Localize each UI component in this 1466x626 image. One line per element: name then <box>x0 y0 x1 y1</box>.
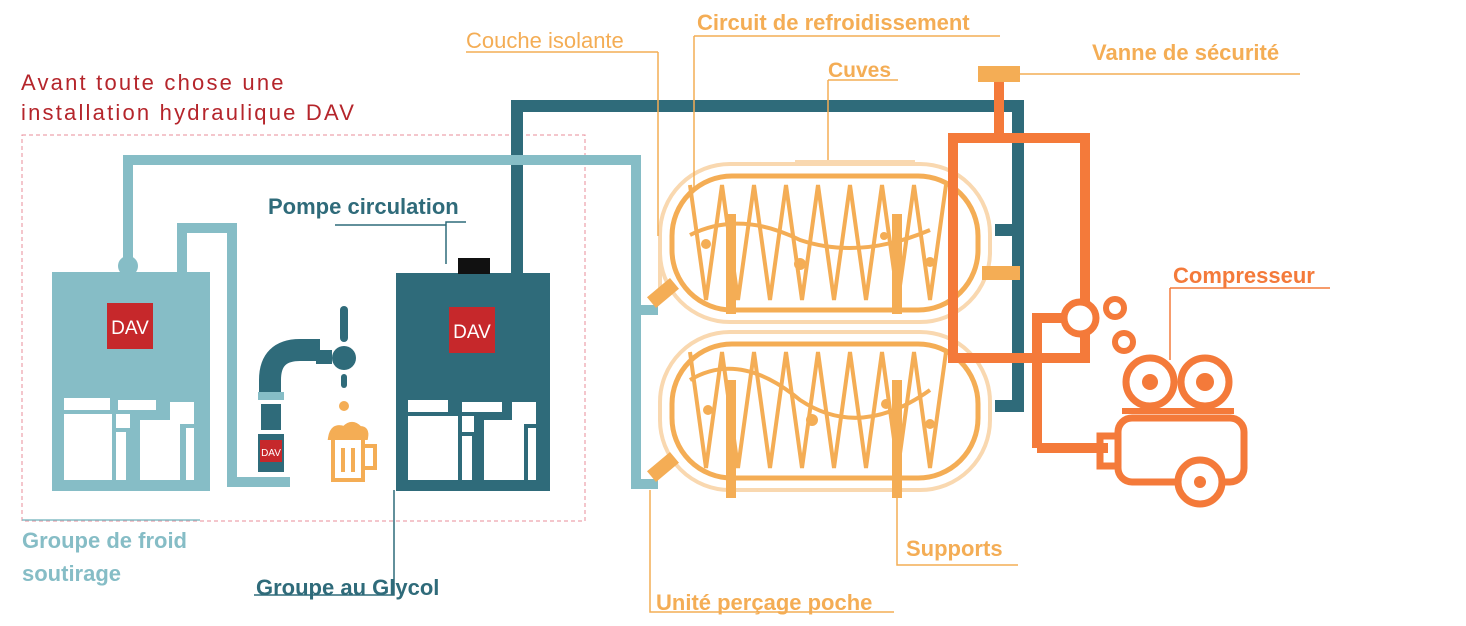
groupe-froid-unit: DAV <box>52 256 210 491</box>
valve-icon <box>978 66 1020 82</box>
leader-lines <box>22 35 1330 613</box>
title-line-1: Avant toute chose une <box>21 70 286 95</box>
manometer-icon <box>1060 296 1136 354</box>
beer-tap-icon: DAV <box>258 306 356 472</box>
installation-frame <box>21 134 586 522</box>
label-groupe-glycol: Groupe au Glycol <box>256 575 440 600</box>
label-pompe-circulation: Pompe circulation <box>268 194 459 219</box>
pump-icon <box>458 258 490 274</box>
svg-text:DAV: DAV <box>261 448 281 459</box>
label-compresseur: Compresseur <box>1173 263 1315 288</box>
tank-bottom <box>658 330 992 498</box>
label-unite-percage: Unité perçage poche <box>656 590 873 615</box>
percage-unit-bottom <box>647 451 679 483</box>
percage-unit-top <box>647 277 679 309</box>
label-vanne-securite: Vanne de sécurité <box>1092 40 1280 65</box>
label-cuves: Cuves <box>828 59 892 82</box>
dav-logo-text: DAV <box>111 318 149 339</box>
groupe-glycol-unit: DAV <box>396 273 550 491</box>
tank-top <box>658 160 992 324</box>
label-groupe-froid-2: soutirage <box>22 561 122 586</box>
valve-inner <box>982 266 1020 280</box>
label-groupe-froid-1: Groupe de froid <box>22 528 187 553</box>
label-couche-isolante: Couche isolante <box>466 28 624 53</box>
beer-mug-icon <box>327 422 377 482</box>
dav-logo-icon: DAV <box>449 307 495 353</box>
svg-text:DAV: DAV <box>453 322 491 343</box>
cooling-pipe <box>123 155 658 489</box>
compressor-icon <box>1096 354 1248 508</box>
dav-logo-icon: DAV <box>107 303 153 349</box>
label-supports: Supports <box>906 536 1003 561</box>
label-circuit-refroidissement: Circuit de refroidissement <box>697 10 970 35</box>
title-line-2: installation hydraulique DAV <box>21 100 357 125</box>
